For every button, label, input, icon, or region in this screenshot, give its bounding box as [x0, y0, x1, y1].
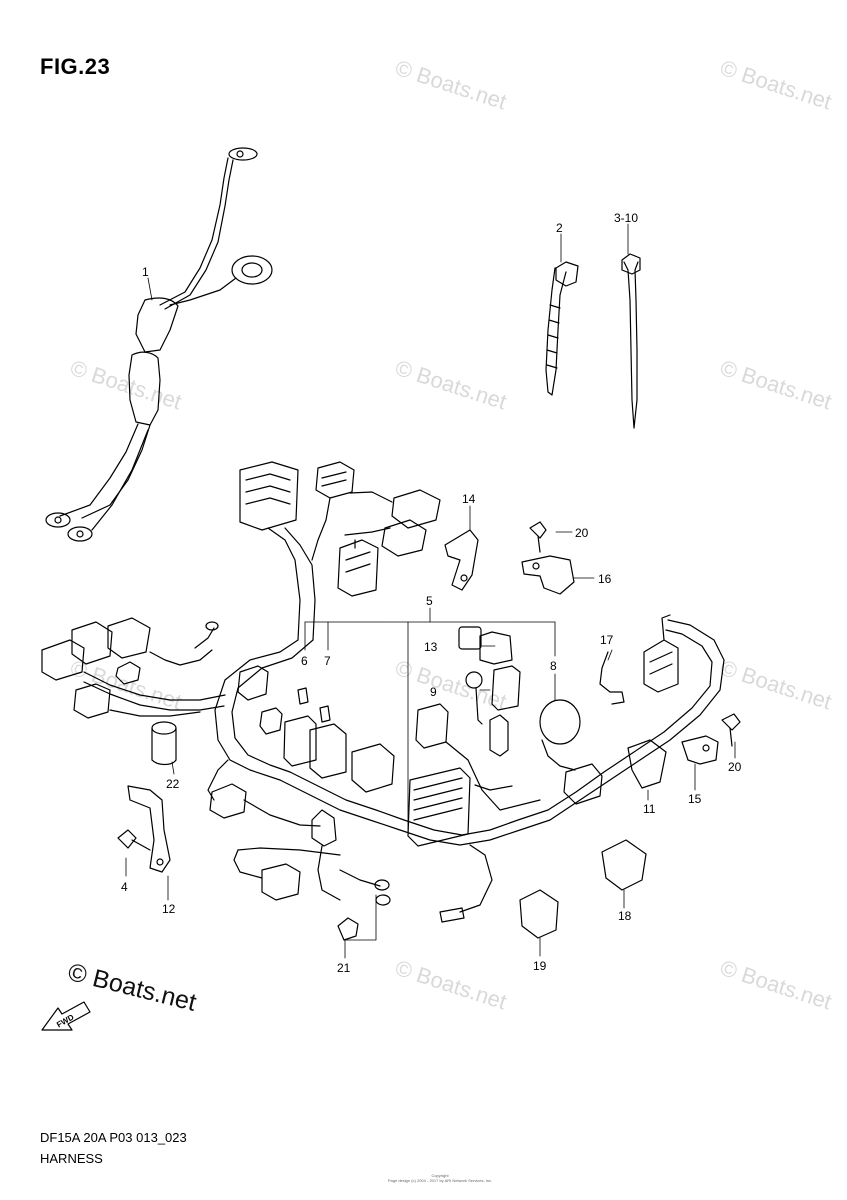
bolt-part-20[interactable]	[529, 521, 547, 553]
figure-title: FIG.23	[40, 54, 111, 79]
callout-label: 11	[643, 802, 656, 816]
battery-cable-part-1[interactable]	[45, 147, 273, 542]
callout-label: 20	[575, 526, 589, 540]
callout-label: 18	[618, 909, 632, 923]
bracket-part-12[interactable]	[127, 785, 171, 873]
callout-label: 21	[337, 961, 351, 975]
clamp-part-18[interactable]	[601, 839, 647, 891]
callout-label: 7	[324, 654, 331, 668]
copyright-notice: Copyright Page design (c) 2004 - 2017 by…	[370, 1173, 510, 1183]
callout-label: 1	[142, 265, 149, 279]
wire-tie-part-3-10[interactable]	[621, 253, 641, 429]
clamp-part-11[interactable]	[627, 739, 667, 789]
clamp-part-16[interactable]	[521, 555, 575, 595]
bracket-part-14[interactable]	[444, 529, 479, 591]
main-wiring-harness-part-5[interactable]	[41, 461, 725, 923]
bolt-part-20-right[interactable]	[721, 713, 741, 747]
callout-label: 19	[533, 959, 547, 973]
fwd-arrow-icon	[41, 1001, 91, 1031]
clamp-part-19[interactable]	[519, 889, 559, 939]
callout-label: 22	[166, 777, 180, 791]
wire-tie-part-2[interactable]	[545, 261, 579, 396]
callout-label: 16	[598, 572, 612, 586]
callout-label: 6	[301, 654, 308, 668]
wire-tie-part-17[interactable]	[599, 651, 625, 705]
callout-label: 20	[728, 760, 742, 774]
callout-label: 8	[550, 659, 557, 673]
callout-label: 13	[424, 640, 438, 654]
callout-label: 5	[426, 594, 433, 608]
callout-label: 17	[600, 633, 614, 647]
sleeve-part-22[interactable]	[151, 721, 177, 766]
copyright-line: Page design (c) 2004 - 2017 by ARI Netwo…	[387, 1178, 493, 1183]
section-title: HARNESS	[40, 1151, 103, 1166]
callout-label: 2	[556, 221, 563, 235]
bracket-part-15[interactable]	[681, 735, 719, 765]
callout-label: 9	[430, 685, 437, 699]
callout-label: 12	[162, 902, 176, 916]
callout-label: 14	[462, 492, 476, 506]
bolt-part-21[interactable]	[337, 917, 359, 941]
callout-label: 4	[121, 880, 128, 894]
callout-label: 3-10	[614, 211, 638, 225]
callout-label: 15	[688, 792, 702, 806]
bolt-part-4[interactable]	[117, 829, 151, 851]
copyright-line: Copyright	[431, 1173, 449, 1178]
model-code: DF15A 20A P03 013_023	[40, 1130, 187, 1145]
